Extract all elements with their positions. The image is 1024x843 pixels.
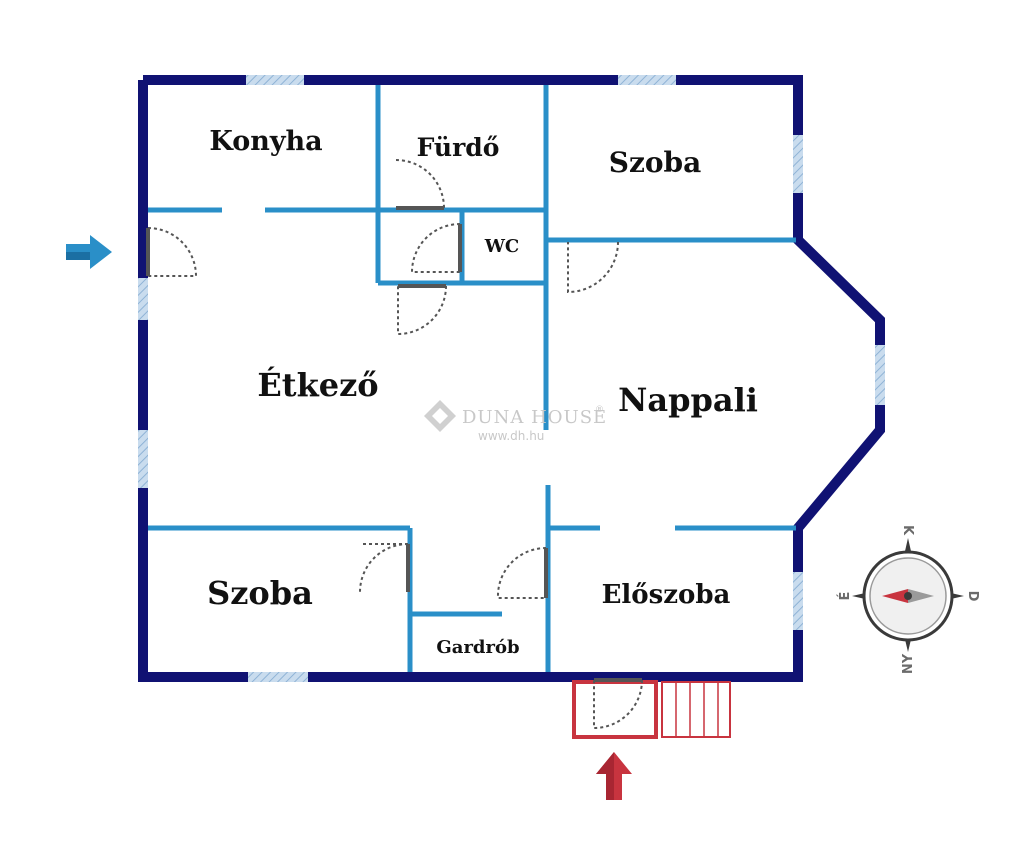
room-label-szoba-bottom: Szoba — [207, 574, 313, 612]
door-leaves — [146, 206, 548, 598]
entrance-steps — [572, 680, 731, 739]
watermark-trademark: ® — [595, 405, 604, 415]
door-swings — [147, 159, 619, 599]
room-label-furdo: Fürdő — [417, 133, 500, 162]
compass-icon: K NY É D — [837, 525, 980, 674]
compass-east-label: D — [965, 591, 980, 602]
room-label-szoba-top: Szoba — [609, 146, 702, 179]
arrow-up-icon — [596, 752, 632, 800]
room-label-gardrob: Gardrób — [436, 637, 519, 658]
compass-south-label: NY — [901, 653, 916, 674]
entrance-door — [593, 678, 643, 730]
room-label-wc: WC — [484, 236, 520, 257]
room-label-konyha: Konyha — [209, 126, 322, 157]
compass-west-label: É — [837, 592, 853, 601]
windows — [138, 75, 885, 682]
duna-house-logo-icon — [424, 400, 456, 432]
watermark-url: www.dh.hu — [478, 429, 544, 443]
arrow-right-icon — [66, 235, 112, 269]
outer-walls — [138, 75, 885, 682]
watermark-brand: DUNA HOUSE — [462, 407, 607, 428]
room-label-nappali: Nappali — [618, 381, 758, 419]
watermark: DUNA HOUSE ® www.dh.hu — [424, 400, 607, 443]
compass-north-label: K — [900, 525, 915, 536]
room-label-etkezo: Étkező — [257, 366, 378, 404]
room-label-eloszoba: Előszoba — [602, 580, 731, 610]
